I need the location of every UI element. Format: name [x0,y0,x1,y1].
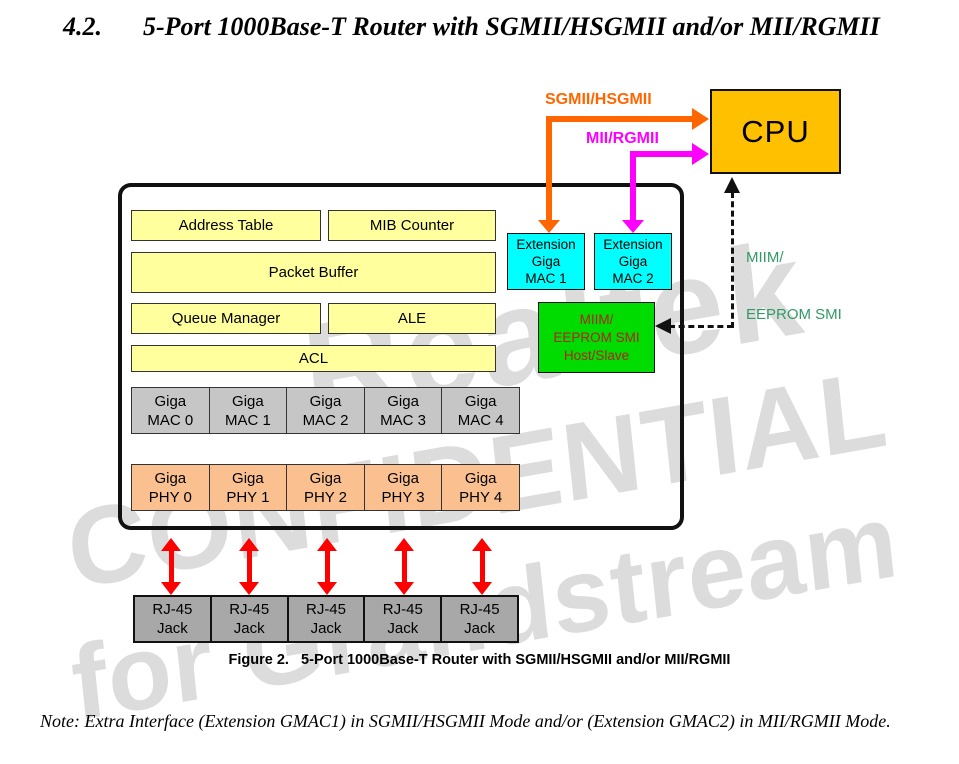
sgmii-hsgmii-label: SGMII/HSGMII [545,91,652,108]
smi-arrowhead-left-icon [655,318,671,334]
ale-block: ALE [328,303,496,334]
queue-manager-block: Queue Manager [131,303,321,334]
miim-eeprom-smi-host-slave-block: MIIM/ EEPROM SMI Host/Slave [538,302,655,373]
port-link-arrow-4 [471,538,493,595]
sgmii-arrowhead-down-icon [538,220,560,233]
mii-arrow-horizontal [630,151,692,157]
cpu-block: CPU [710,89,841,174]
sgmii-arrow-horizontal [546,116,692,122]
mii-rgmii-label: MII/RGMII [586,130,659,147]
mii-arrow-vertical [630,151,636,220]
sgmii-arrowhead-right-icon [692,108,709,130]
figure-caption: Figure 2. 5-Port 1000Base-T Router with … [228,652,731,668]
extension-giga-mac1-block: Extension Giga MAC 1 [507,233,585,290]
section-heading: 4.2. 5-Port 1000Base-T Router with SGMII… [63,10,903,43]
miim-eeprom-smi-label: MIIM/ EEPROM SMI [746,249,842,323]
port-link-arrow-2 [316,538,338,595]
packet-buffer-block: Packet Buffer [131,252,496,293]
port-link-arrow-1 [238,538,260,595]
section-number: 4.2. [63,12,102,41]
router-main-box [118,183,684,530]
mii-arrowhead-down-icon [622,220,644,233]
smi-arrowhead-up-icon [724,177,740,193]
address-table-block: Address Table [131,210,321,241]
port-link-arrow-3 [393,538,415,595]
smi-dashed-line-vertical [731,192,734,328]
smi-dashed-line-horizontal [669,325,733,328]
mii-arrowhead-right-icon [692,143,709,165]
acl-block: ACL [131,345,496,372]
section-title: 5-Port 1000Base-T Router with SGMII/HSGM… [143,12,880,41]
note-text: Note: Extra Interface (Extension GMAC1) … [40,711,891,731]
mib-counter-block: MIB Counter [328,210,496,241]
port-link-arrow-0 [160,538,182,595]
sgmii-arrow-vertical [546,116,552,220]
extension-giga-mac2-block: Extension Giga MAC 2 [594,233,672,290]
